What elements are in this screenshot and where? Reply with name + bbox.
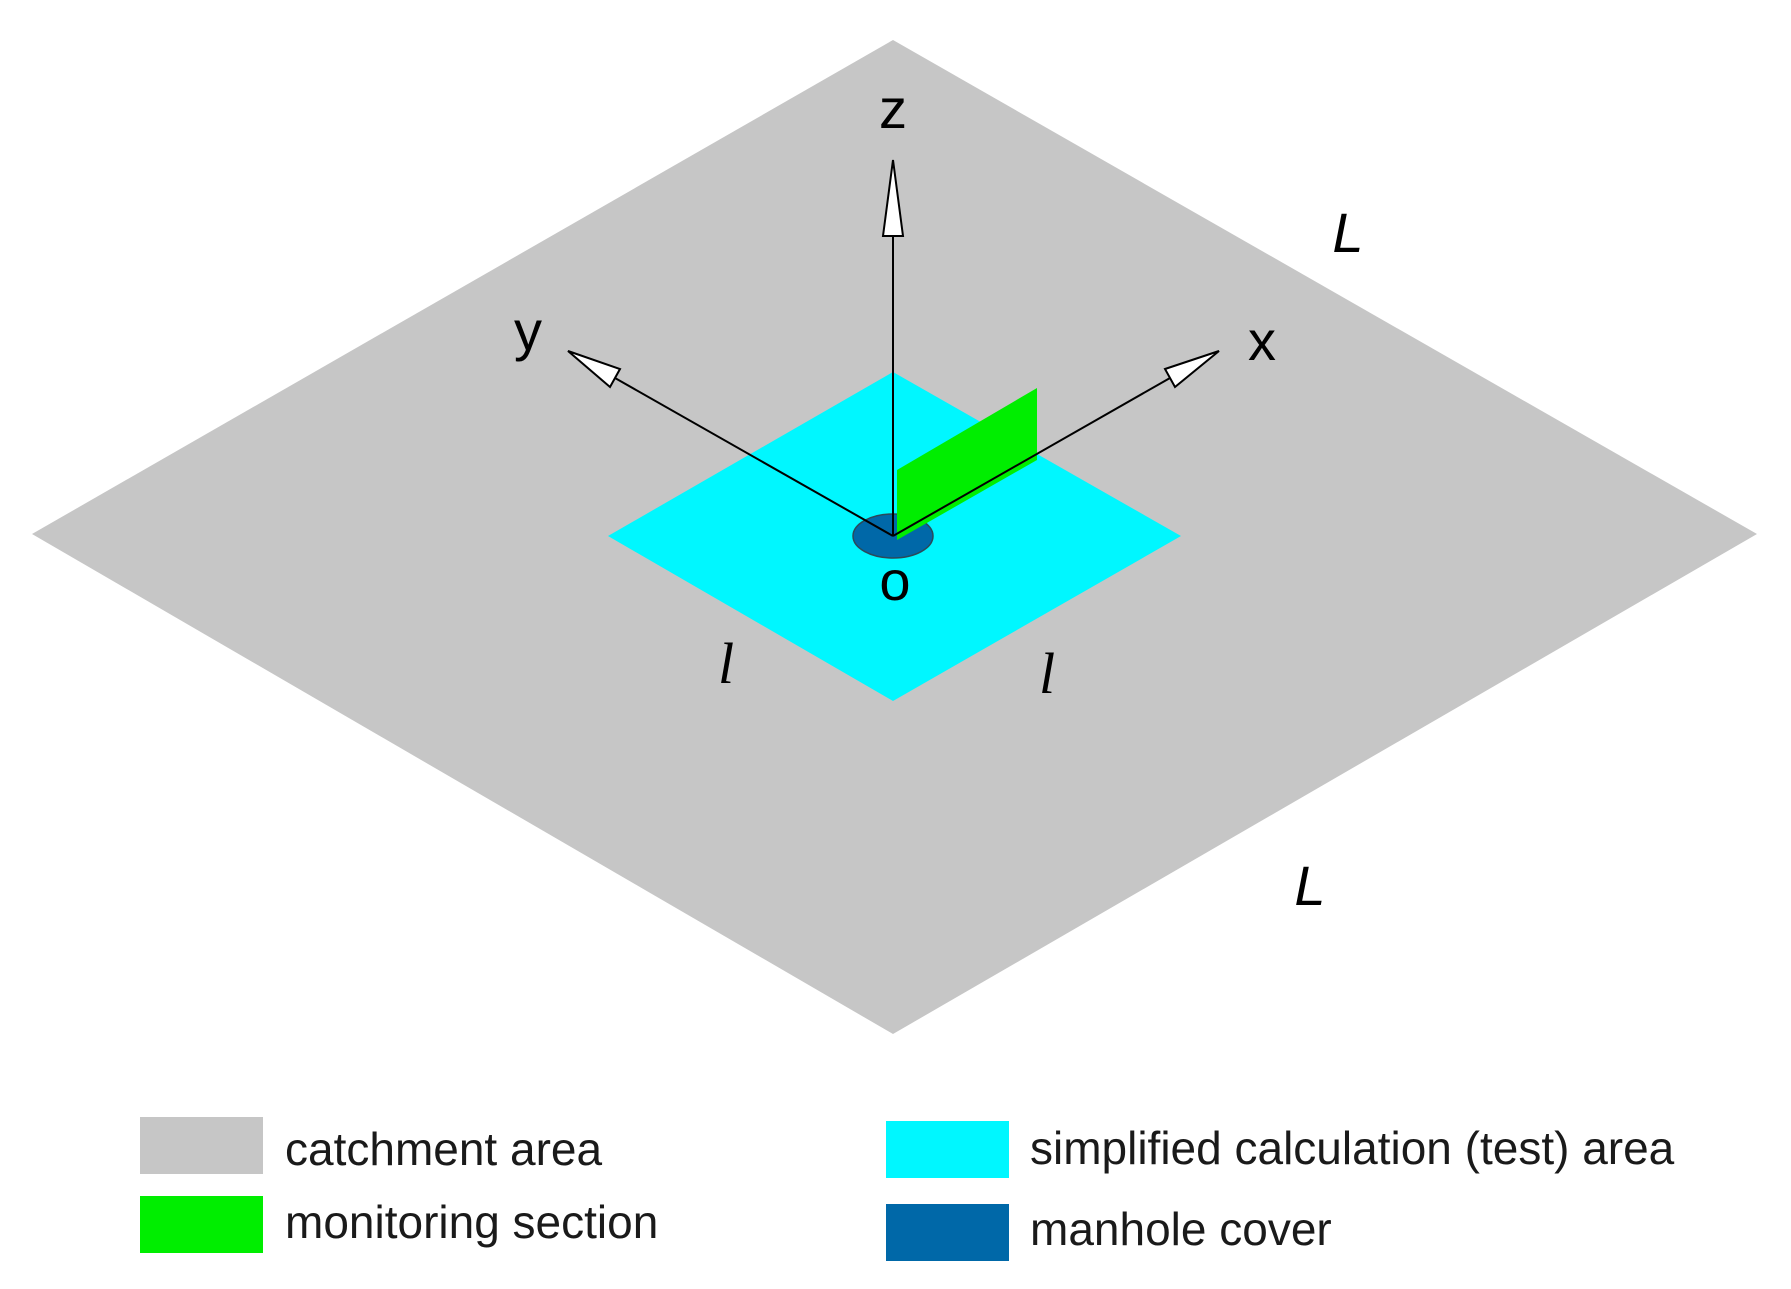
legend-swatch-test-area: [886, 1121, 1009, 1178]
z-axis-label: z: [879, 77, 907, 140]
y-axis-arrowhead: [567, 350, 622, 389]
legend-item-test-area: simplified calculation (test) area: [886, 1121, 1675, 1178]
z-axis-arrowhead: [881, 159, 905, 237]
legend-swatch-catchment: [140, 1117, 263, 1174]
legend-label-catchment: catchment area: [285, 1123, 602, 1175]
test-side-label-left: l: [718, 631, 734, 696]
legend-item-catchment: catchment area: [140, 1117, 602, 1175]
legend-label-test-area: simplified calculation (test) area: [1030, 1122, 1675, 1174]
y-axis-line: [614, 377, 894, 537]
legend-label-monitoring: monitoring section: [285, 1196, 658, 1248]
y-axis-label: y: [514, 299, 542, 362]
x-axis-arrowhead: [1163, 350, 1220, 389]
x-axis-line: [892, 377, 1171, 537]
x-axis-label: x: [1248, 309, 1276, 372]
legend-swatch-monitoring: [140, 1196, 263, 1253]
legend-item-monitoring: monitoring section: [140, 1196, 658, 1253]
legend: catchment area monitoring section simpli…: [140, 1117, 1675, 1261]
catchment-side-label-bottom: L: [1294, 854, 1325, 917]
legend-item-manhole: manhole cover: [886, 1203, 1332, 1261]
catchment-side-label-top: L: [1332, 201, 1363, 264]
monitoring-section: [897, 388, 1037, 540]
legend-label-manhole: manhole cover: [1030, 1203, 1332, 1255]
legend-swatch-manhole: [886, 1204, 1009, 1261]
origin-label: o: [879, 549, 910, 612]
test-side-label-right: l: [1039, 641, 1055, 706]
